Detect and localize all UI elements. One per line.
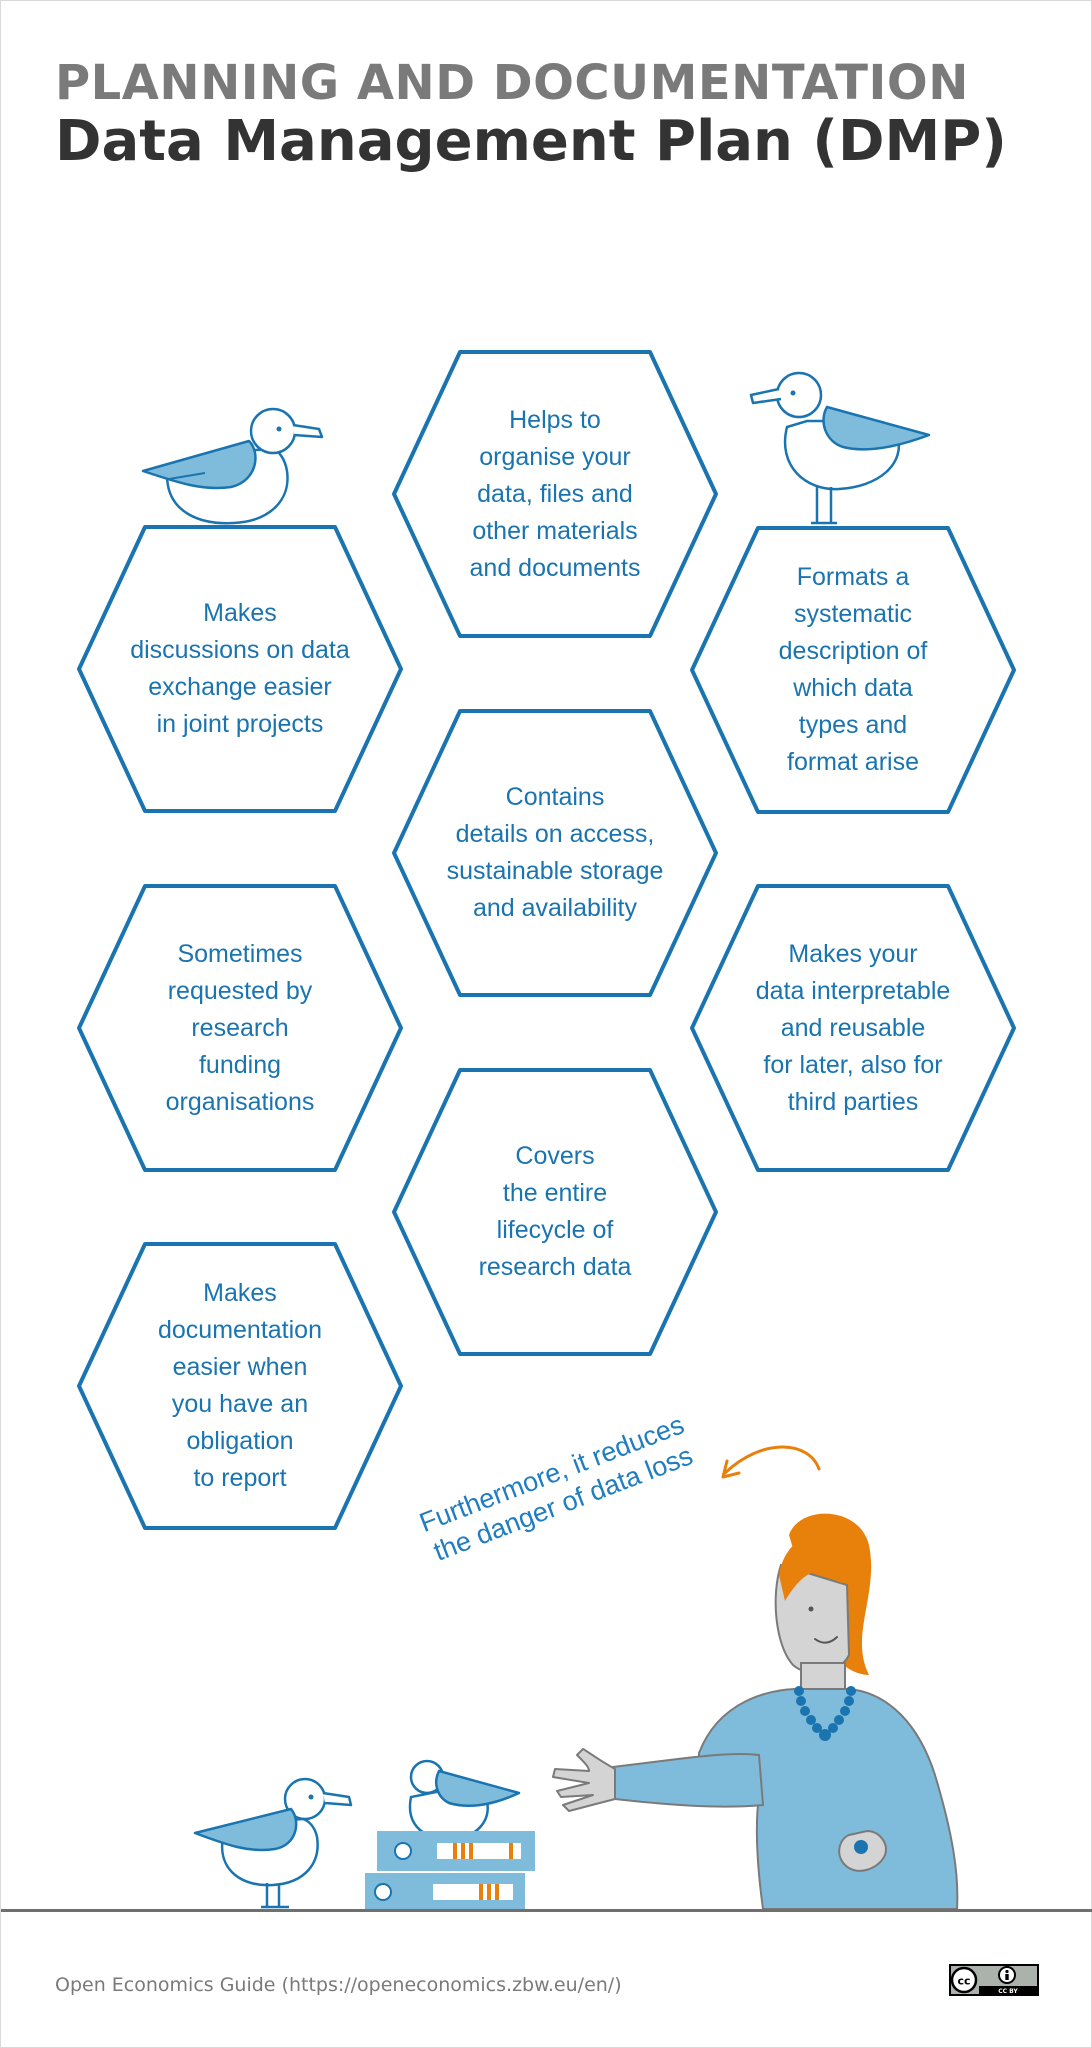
hexagon-access: Contains details on access, sustainable …	[390, 707, 720, 999]
page-title: Data Management Plan (DMP)	[55, 109, 1007, 174]
hexagon-discussions: Makes discussions on data exchange easie…	[75, 523, 405, 815]
bird-illustration	[193, 1777, 353, 1909]
hexagon-text: Contains details on access, sustainable …	[446, 783, 664, 922]
hexagon-reusable: Makes your data interpretable and reusab…	[688, 882, 1018, 1174]
hexagon-lifecycle: Covers the entire lifecycle of research …	[390, 1066, 720, 1358]
binders-illustration	[365, 1759, 535, 1911]
bird-illustration	[749, 371, 931, 525]
hexagon-text: Sometimes requested by research funding …	[165, 939, 315, 1116]
hexagon-text: Formats a systematic description of whic…	[778, 563, 928, 776]
footer-source: Open Economics Guide (https://openeconom…	[55, 1974, 622, 1996]
bird-illustration	[141, 407, 324, 525]
woman-illustration	[552, 1513, 959, 1909]
hexagon-funding: Sometimes requested by research funding …	[75, 882, 405, 1174]
hexagon-text: Makes discussions on data exchange easie…	[130, 599, 350, 738]
curved-arrow-icon	[721, 1445, 821, 1479]
hexagon-documentation: Makes documentation easier when you have…	[75, 1240, 405, 1532]
hexagon-organise: Helps to organise your data, files and o…	[390, 348, 720, 640]
cc-by-license-icon: cc CC BY	[949, 1964, 1039, 1996]
ground-line	[1, 1909, 1092, 1912]
svg-text:cc: cc	[957, 1975, 970, 1988]
hexagon-text: Helps to organise your data, files and o…	[469, 405, 641, 582]
hexagon-text: Covers the entire lifecycle of research …	[478, 1142, 632, 1281]
page-supertitle: PLANNING AND DOCUMENTATION	[55, 55, 969, 111]
license-label: CC BY	[998, 1988, 1018, 1995]
hexagon-text: Makes your data interpretable and reusab…	[755, 939, 951, 1116]
hexagon-formats: Formats a systematic description of whic…	[688, 524, 1018, 816]
hexagon-text: Makes documentation easier when you have…	[157, 1279, 322, 1492]
